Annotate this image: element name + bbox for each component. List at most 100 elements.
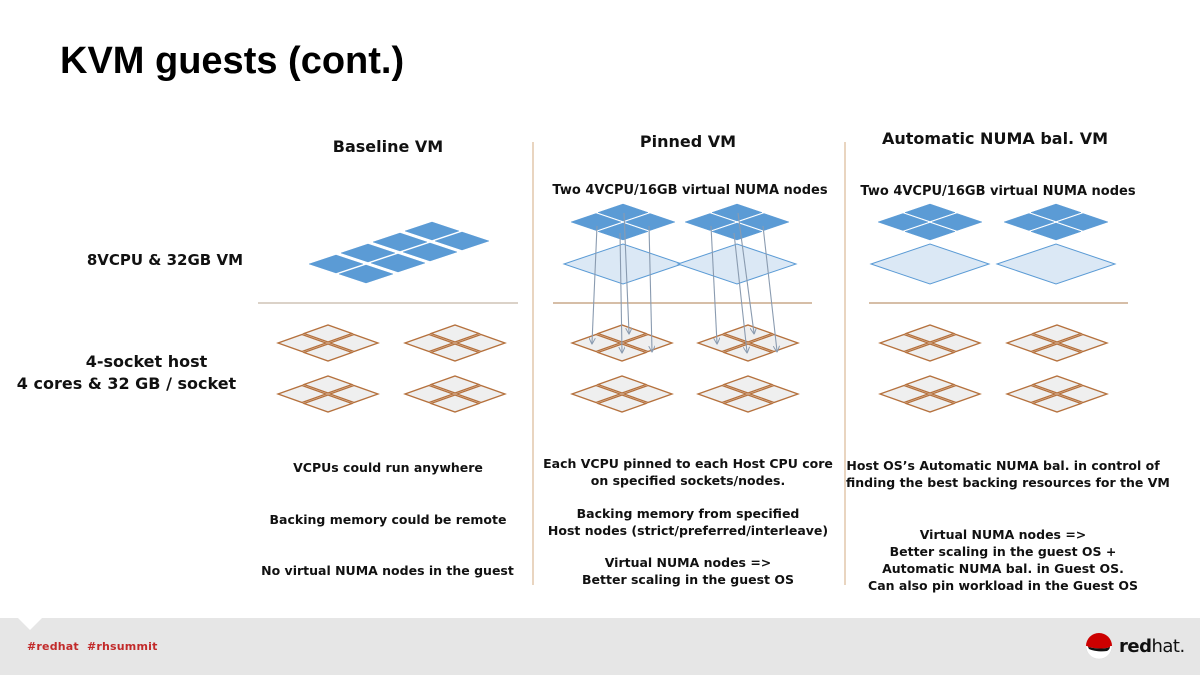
footer-notch	[18, 618, 42, 630]
host-core-icon	[904, 343, 956, 362]
note-line: VCPUs could run anywhere	[293, 460, 483, 475]
note-line: Virtual NUMA nodes =>	[604, 555, 772, 570]
vcpu-icon	[711, 203, 763, 222]
numa-memory-icon	[562, 243, 684, 285]
host-core-icon	[302, 394, 354, 413]
note-line: Better scaling in the guest OS	[582, 572, 794, 587]
vm-row-label-text: 8VCPU & 32GB VM	[86, 251, 243, 269]
host-core-icon	[276, 384, 328, 404]
pinned-note-2: Backing memory from specified Host nodes…	[538, 505, 838, 539]
vcpu-icon	[931, 213, 983, 231]
redhat-wordmark: redhat.	[1119, 636, 1185, 657]
pin-arrow	[592, 225, 598, 343]
redhat-shadowman-icon	[1085, 632, 1113, 660]
host-core-icon	[930, 384, 982, 404]
autonuma-note-1: Host OS’s Automatic NUMA bal. in control…	[846, 457, 1170, 491]
host-core-icon	[722, 324, 774, 343]
note-line: Each VCPU pinned to each Host CPU core	[543, 456, 833, 471]
vcpu-icon	[370, 253, 426, 273]
host-core-icon	[302, 343, 354, 362]
host-core-icon	[1031, 375, 1083, 394]
vcpu-icon	[1030, 203, 1082, 222]
host-row-label: 4-socket host 4 cores & 32 GB / socket	[10, 351, 243, 395]
slide-title: KVM guests (cont.)	[60, 40, 405, 82]
numa-memory-icon	[869, 243, 991, 285]
pin-arrow	[710, 225, 717, 343]
host-core-icon	[302, 324, 354, 343]
host-core-icon	[748, 384, 800, 404]
vcpu-icon	[372, 232, 428, 252]
host-core-icon	[904, 375, 956, 394]
host-core-icon	[429, 375, 481, 394]
autonuma-subheading: Two 4VCPU/16GB virtual NUMA nodes	[860, 184, 1136, 199]
autonuma-note-2: Virtual NUMA nodes => Better scaling in …	[846, 526, 1160, 594]
note-line: No virtual NUMA nodes in the guest	[261, 563, 514, 578]
host-core-icon	[1031, 324, 1083, 343]
vcpu-icon	[877, 213, 929, 231]
host-core-icon	[722, 375, 774, 394]
vcpu-icon	[684, 213, 736, 231]
note-line: Host nodes (strict/preferred/interleave)	[547, 523, 829, 538]
baseline-note-1: VCPUs could run anywhere	[258, 459, 518, 476]
note-line: Better scaling in the guest OS +	[889, 544, 1117, 559]
note-line: Automatic NUMA bal. in Guest OS.	[882, 561, 1124, 576]
host-core-icon	[930, 333, 982, 353]
note-line: Backing memory could be remote	[269, 512, 507, 527]
vcpu-icon	[338, 264, 394, 284]
host-core-icon	[570, 333, 622, 353]
vcpu-icon	[711, 222, 763, 241]
host-core-icon	[1005, 333, 1057, 353]
host-core-icon	[1057, 333, 1109, 353]
pinned-note-1: Each VCPU pinned to each Host CPU core o…	[538, 455, 838, 489]
vcpu-icon	[404, 221, 460, 241]
vcpu-icon	[624, 213, 676, 231]
pinned-subheading: Two 4VCPU/16GB virtual NUMA nodes	[552, 183, 828, 198]
host-core-icon	[722, 394, 774, 413]
pin-arrow	[733, 232, 747, 352]
host-core-icon	[1031, 343, 1083, 362]
numa-diagram	[258, 142, 1128, 585]
host-core-icon	[1031, 394, 1083, 413]
host-core-icon	[1005, 384, 1057, 404]
pin-arrow	[648, 225, 652, 351]
wordmark-bold: red	[1119, 635, 1152, 657]
pin-arrow	[762, 225, 777, 351]
note-line: Can also pin workload in the Guest OS	[868, 578, 1138, 593]
pin-arrow	[737, 212, 754, 333]
column-heading-pinned: Pinned VM	[639, 132, 737, 151]
vcpu-icon	[1030, 222, 1082, 241]
host-row-label-line2: 4 cores & 32 GB / socket	[16, 374, 237, 393]
host-core-icon	[429, 343, 481, 362]
column-heading-autonuma: Automatic NUMA bal. VM	[881, 129, 1108, 148]
host-row-label-line1: 4-socket host	[85, 352, 208, 371]
host-core-icon	[878, 384, 930, 404]
host-core-icon	[302, 375, 354, 394]
vcpu-icon	[904, 222, 956, 241]
host-core-icon	[276, 333, 328, 353]
pin-arrow	[623, 212, 629, 333]
host-core-icon	[455, 384, 507, 404]
note-line: Virtual NUMA nodes =>	[919, 527, 1087, 542]
host-core-icon	[696, 384, 748, 404]
vcpu-icon	[597, 222, 649, 241]
host-core-icon	[622, 333, 674, 353]
host-core-icon	[596, 375, 648, 394]
host-core-icon	[455, 333, 507, 353]
host-core-icon	[403, 384, 455, 404]
vcpu-icon	[570, 213, 622, 231]
vcpu-icon	[402, 242, 458, 262]
host-core-icon	[1057, 384, 1109, 404]
wordmark-rest: hat.	[1151, 635, 1185, 657]
vm-row-label: 8VCPU & 32GB VM	[40, 249, 243, 271]
host-core-icon	[328, 333, 380, 353]
note-line: Backing memory from specified	[576, 506, 800, 521]
host-core-icon	[429, 394, 481, 413]
host-core-icon	[748, 333, 800, 353]
vcpu-icon	[597, 203, 649, 222]
vcpu-icon	[1003, 213, 1055, 231]
vcpu-icon	[434, 231, 490, 251]
vcpu-icon	[1057, 213, 1109, 231]
host-core-icon	[596, 394, 648, 413]
host-core-icon	[878, 333, 930, 353]
footer-bar	[0, 618, 1200, 675]
